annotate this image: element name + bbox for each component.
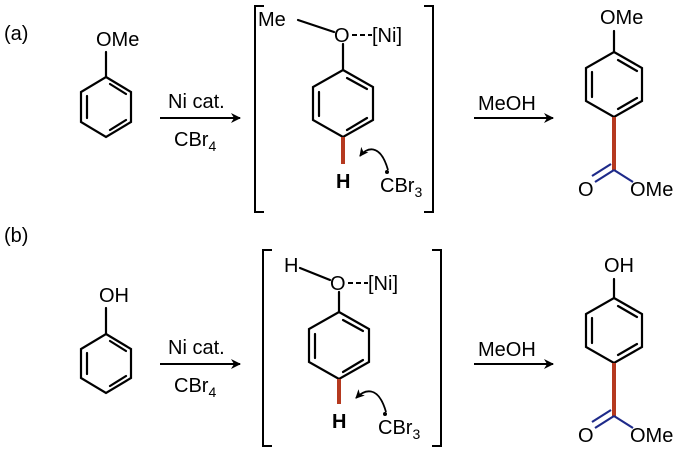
reagent-label: CBr4 <box>174 129 216 154</box>
carbonyl-bond <box>594 415 615 429</box>
product-double-bond-3 <box>616 96 639 111</box>
reagent-label: CBr4 <box>174 375 216 400</box>
ring-double-bond-2 <box>345 76 369 91</box>
product-double-bond-2 <box>616 58 639 73</box>
product-ome-top: OMe <box>600 7 643 29</box>
phenol-molecule: OH <box>79 285 133 395</box>
phenol-double-bond-3 <box>108 374 128 388</box>
carbonyl-bond <box>594 169 615 183</box>
carbonyl-o-label: O <box>578 425 594 447</box>
nickel-label: [Ni] <box>372 25 402 47</box>
anisole-ring <box>79 75 133 139</box>
product-ring <box>584 50 644 119</box>
panel-a-label: (a) <box>4 23 28 45</box>
hat-arrow <box>355 389 387 413</box>
ring-double-bond-2 <box>341 318 365 333</box>
ester-ome-label: OMe <box>630 179 673 201</box>
catalyst-label: Ni cat. <box>168 91 225 113</box>
carbonyl-bond-2 <box>591 163 612 177</box>
arrow-1-b: Ni cat. CBr4 <box>160 337 241 400</box>
intermediate-b: H O [Ni] H CBr3 <box>262 249 442 447</box>
left-bracket <box>262 249 272 447</box>
me-o-bond <box>296 18 336 34</box>
panel-b: (b) OH Ni cat. CBr4 H O [Ni] <box>4 225 673 447</box>
intermediate-ring <box>311 68 375 139</box>
radical-label: CBr3 <box>380 175 422 200</box>
intermediate-a: Me O [Ni] H CBr3 <box>254 5 434 213</box>
ester-ome-label: OMe <box>630 425 673 447</box>
phenol-oh-label: OH <box>99 285 129 307</box>
methanol-label: MeOH <box>478 93 536 115</box>
oxygen-label: O <box>334 25 350 47</box>
intermediate-ring <box>307 310 371 381</box>
catalyst-label: Ni cat. <box>168 337 225 359</box>
methyl-label: Me <box>258 9 286 31</box>
nickel-label: [Ni] <box>368 273 398 295</box>
product-a: OMe O OMe <box>578 7 673 201</box>
product-b: OH O OMe <box>578 255 673 447</box>
anisole-molecule: OMe <box>79 29 139 139</box>
hydroxyl-h-label: H <box>284 255 298 277</box>
ring-double-bond-3 <box>345 116 369 132</box>
carbonyl-bond-2 <box>591 409 612 423</box>
ester-o-bond <box>613 169 634 183</box>
phenol-double-bond-2 <box>108 339 128 353</box>
arrow-2-b: MeOH <box>474 339 554 369</box>
left-bracket <box>254 5 264 213</box>
anisole-ome-label: OMe <box>96 29 139 51</box>
hat-arrow <box>359 146 389 171</box>
oxygen-label: O <box>330 273 346 295</box>
phenol-ring <box>79 332 133 395</box>
anisole-double-bond-3 <box>108 118 128 132</box>
hydrogen-label: H <box>332 411 346 433</box>
arrow-1-a: Ni cat. CBr4 <box>160 91 241 154</box>
right-bracket <box>424 5 434 213</box>
product-oh-top: OH <box>604 255 634 277</box>
product-ring <box>584 296 644 365</box>
ring-double-bond-3 <box>341 358 365 374</box>
radical-dot <box>385 170 389 174</box>
radical-dot <box>383 412 387 416</box>
panel-a: (a) OMe Ni cat. CBr4 Me O [Ni] <box>4 5 673 213</box>
anisole-double-bond-2 <box>108 82 128 96</box>
hydrogen-label: H <box>336 171 350 193</box>
carbonyl-o-label: O <box>578 179 594 201</box>
h-o-bond <box>298 266 332 282</box>
panel-b-label: (b) <box>4 225 28 247</box>
product-double-bond-3 <box>616 342 639 357</box>
ester-o-bond <box>613 415 634 429</box>
arrow-2-a: MeOH <box>474 93 554 123</box>
product-double-bond-2 <box>616 304 639 319</box>
radical-label: CBr3 <box>378 417 420 442</box>
methanol-label: MeOH <box>478 339 536 361</box>
right-bracket <box>432 249 442 447</box>
